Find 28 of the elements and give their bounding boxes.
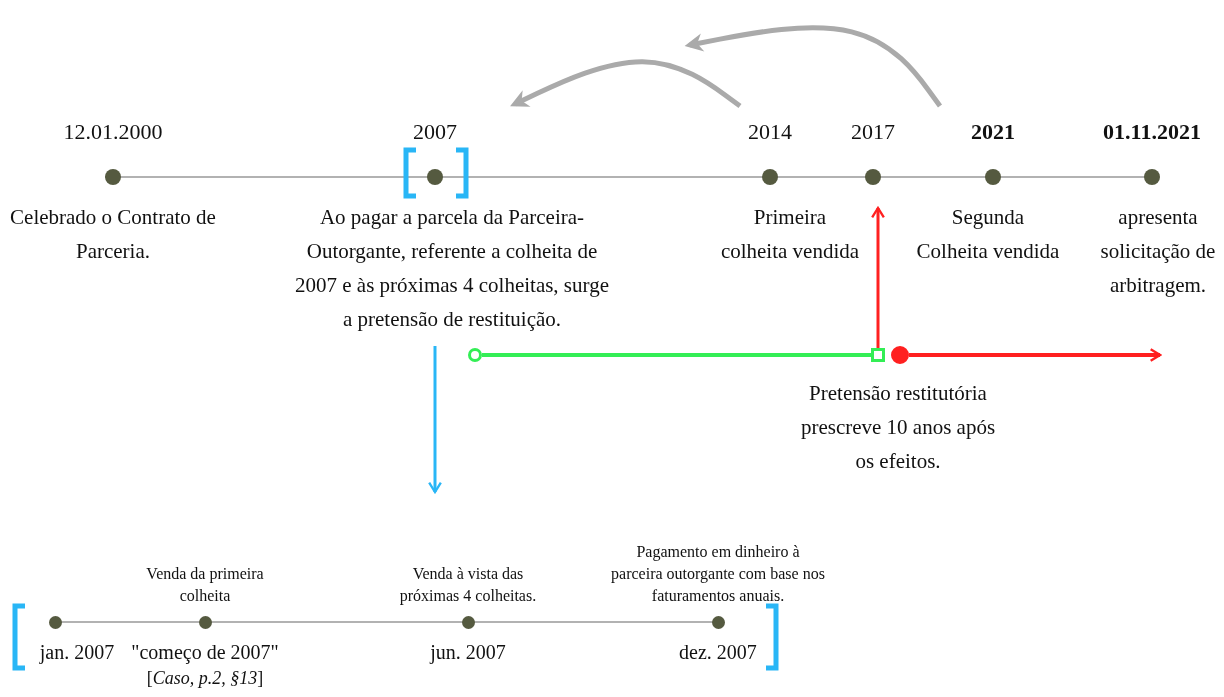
arrow [510, 59, 742, 108]
event-description: Ao pagar a parcela da Parceira-Outorgante, referente a colheita de 2007 e às próximas 4 colheitas, surge a pretensão de restituição. [294, 204, 610, 333]
event-description: Primeira colheita vendida [719, 204, 861, 265]
date-label: jun. 2007 [430, 640, 506, 666]
arrow [428, 346, 442, 494]
date-label: dez. 2007 [679, 640, 757, 665]
date-label: 12.01.2000 [63, 118, 163, 146]
date-label: 2014 [748, 118, 792, 146]
date-label: 2007 [413, 118, 457, 146]
date-label: jan. 2007 [39, 640, 115, 666]
circle-marker [468, 348, 482, 362]
event-description: Pagamento em dinheiro à parceira outorgante com base nos faturamentos anuais. [610, 542, 826, 606]
circle-marker [891, 346, 909, 364]
date-label: "começo de 2007" [131, 640, 279, 666]
event-description: Celebrado o Contrato de Parceria. [9, 204, 217, 265]
arrow [871, 206, 885, 348]
citation: [Caso, p.2, §13] [146, 667, 264, 689]
arrow [909, 348, 1162, 362]
note-text: Pretensão restitutória prescreve 10 anos após os efeitos. [799, 380, 997, 475]
square-marker [871, 348, 885, 362]
event-description: apresenta solicitação de arbitragem. [1099, 204, 1217, 299]
arrow [684, 25, 943, 108]
date-label: 2017 [851, 118, 895, 146]
date-label: 2021 [971, 118, 1015, 146]
event-description: Venda à vista das próximas 4 colheitas. [398, 564, 538, 607]
event-description: Venda da primeira colheita [145, 564, 265, 606]
event-description: Segunda Colheita vendida [915, 204, 1061, 265]
date-label: 01.11.2021 [1103, 118, 1201, 146]
